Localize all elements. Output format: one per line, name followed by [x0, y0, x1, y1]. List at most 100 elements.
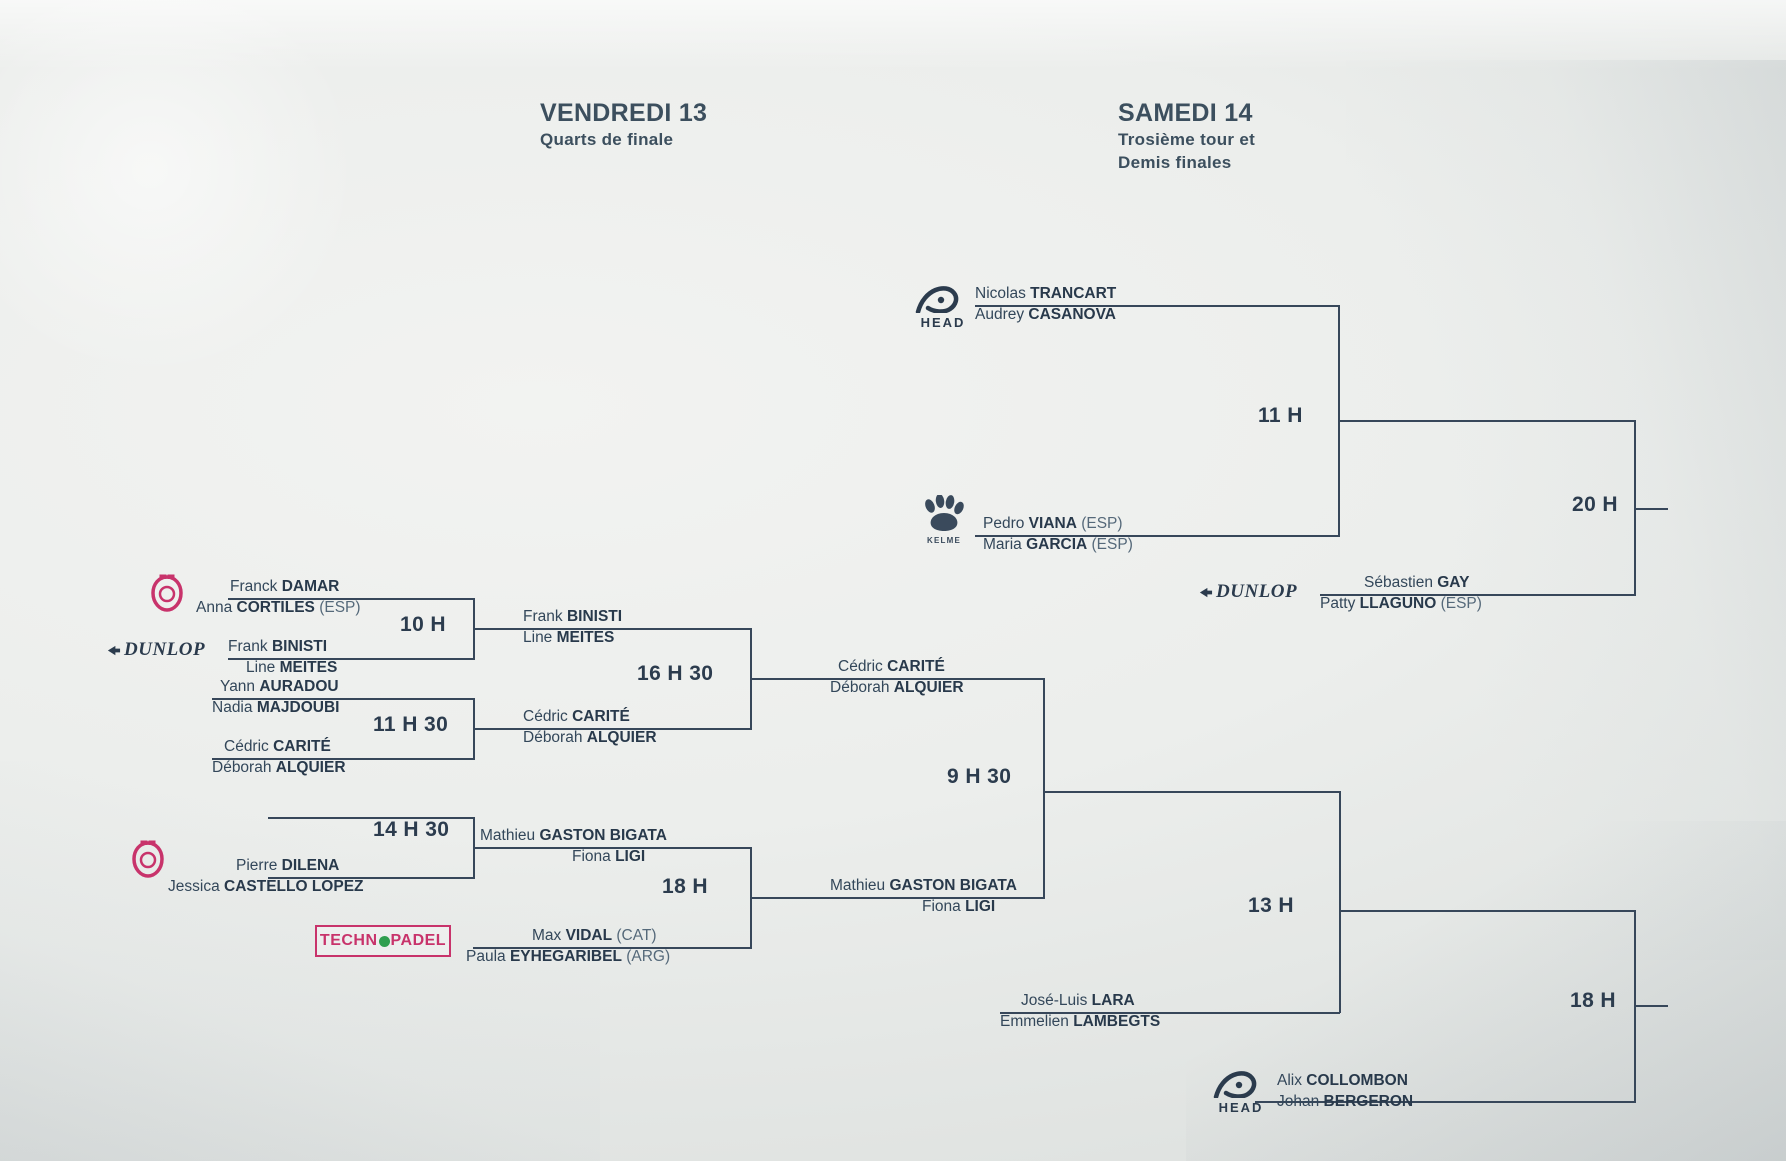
- line-r3-bottom-bracket: [1339, 791, 1341, 1013]
- line-gay-underline: [1320, 594, 1636, 596]
- time-r2-binisti-carite: 16 H 30: [637, 662, 714, 685]
- line-semi-top-out: [1634, 508, 1668, 510]
- dunlop-logo-gay: DUNLOP: [1198, 581, 1302, 603]
- player-name: Line MEITES: [246, 659, 338, 676]
- technopadel-dot-icon: [378, 935, 390, 947]
- line-r3-bottom-in: [1141, 791, 1341, 793]
- player-name: Yann AURADOU: [220, 678, 339, 695]
- line-r3-gaston-underline: [822, 897, 1044, 899]
- player-name: Cédric CARITÉ: [523, 708, 630, 725]
- time-qf-gaston-vidal: 18 H: [662, 875, 708, 898]
- technopadel-text-right: PADEL: [390, 932, 447, 949]
- player-name: Pierre DILENA: [236, 857, 340, 874]
- club-crest-dilena-icon: [131, 840, 165, 878]
- player-name: Fiona LIGI: [572, 848, 646, 865]
- player-name: Emmelien LAMBEGTS: [1000, 1013, 1161, 1030]
- time-semi-bottom: 18 H: [1570, 989, 1616, 1012]
- line-r3-carite-underline: [822, 678, 1044, 680]
- team-dilena-castello: Pierre DILENA Jessica CASTELLO LOPEZ: [168, 855, 364, 897]
- team-trancart-casanova: Nicolas TRANCART Audrey CASANOVA: [975, 283, 1116, 325]
- player-name: Nicolas TRANCART: [975, 285, 1117, 302]
- header-samedi-title: SAMEDI 14: [1118, 99, 1253, 127]
- crest-icon: [151, 574, 183, 612]
- team-gaston-ligi: Mathieu GASTON BIGATA Fiona LIGI: [480, 825, 667, 867]
- paper-highlight-top: [0, 0, 1786, 70]
- time-r3-carite-gaston: 9 H 30: [947, 765, 1012, 788]
- line-vidal-underline: [473, 947, 751, 949]
- team-auradou-majdoubi: Yann AURADOU Nadia MAJDOUBI: [212, 676, 339, 718]
- player-name: Line MEITES: [523, 629, 615, 646]
- player-name: Anna CORTILES (ESP): [196, 599, 361, 616]
- line-r2-carite-underline: [517, 728, 751, 730]
- team-binisti-meites: Frank BINISTI Line MEITES: [228, 636, 337, 678]
- team-damar-cortiles: Franck DAMAR Anna CORTILES (ESP): [196, 576, 361, 618]
- player-name: Sébastien GAY: [1364, 574, 1470, 591]
- player-name: Frank BINISTI: [523, 608, 623, 625]
- player-name: Patty LLAGUNO (ESP): [1320, 595, 1482, 612]
- time-qf-auradou-carite: 11 H 30: [373, 713, 449, 736]
- line-semi-top-in: [1444, 420, 1636, 422]
- team-viana-garcia: Pedro VIANA (ESP) Maria GARCIA (ESP): [983, 513, 1133, 555]
- club-crest-damar-icon: [150, 574, 184, 612]
- line-r3-mid-bracket: [1043, 678, 1045, 899]
- player-name: Nadia MAJDOUBI: [212, 699, 340, 716]
- header-vendredi-title: VENDREDI 13: [540, 99, 708, 127]
- dunlop-logo-wordmark: DUNLOP: [1216, 581, 1298, 602]
- kelme-logo-viana: KELME: [918, 494, 970, 545]
- player-name: Déborah ALQUIER: [523, 729, 657, 746]
- line-r2-top-out: [750, 678, 822, 680]
- kelme-logo-wordmark: KELME: [927, 536, 961, 545]
- player-name: Mathieu GASTON BIGATA: [480, 827, 667, 844]
- line-gaston-underline: [473, 847, 751, 849]
- line-dilena-underline: [268, 877, 474, 879]
- player-name: Cédric CARITÉ: [838, 658, 945, 675]
- line-semi-bottom-out: [1634, 1005, 1668, 1007]
- line-qf1-out: [473, 628, 517, 630]
- line-r3-top-out: [1338, 420, 1444, 422]
- player-name: Cédric CARITÉ: [224, 738, 331, 755]
- team-gay-llaguno: Sébastien GAY Patty LLAGUNO (ESP): [1320, 572, 1482, 614]
- time-r3-lara-collombon: 13 H: [1248, 894, 1294, 917]
- player-name: Maria GARCIA (ESP): [983, 536, 1133, 553]
- line-qf2-out: [473, 728, 517, 730]
- team-carite-alquier-round2: Cédric CARITÉ Déborah ALQUIER: [523, 706, 657, 748]
- time-semi-top: 20 H: [1572, 493, 1618, 516]
- line-viana-underline: [975, 535, 1339, 537]
- line-lara-underline: [1000, 1012, 1340, 1014]
- line-trancart-underline: [975, 305, 1339, 307]
- header-samedi-subtitle-2: Demis finales: [1118, 153, 1232, 172]
- header-vendredi: VENDREDI 13 Quarts de finale: [540, 98, 707, 151]
- team-collombon-bergeron: Alix COLLOMBON Johan BERGERON: [1277, 1070, 1413, 1112]
- header-samedi: SAMEDI 14 Trosième tour et Demis finales: [1118, 98, 1255, 174]
- head-logo-wordmark: HEAD: [1218, 1100, 1264, 1115]
- player-name: Johan BERGERON: [1277, 1093, 1414, 1110]
- player-name: Jessica CASTELLO LOPEZ: [168, 878, 364, 895]
- dunlop-flying-d-icon: [107, 645, 121, 655]
- technopadel-logo: TECHN PADEL: [315, 925, 451, 957]
- line-collombon-underline: [1255, 1101, 1636, 1103]
- technopadel-text-left: TECHN: [319, 932, 378, 949]
- line-carite-underline: [212, 758, 474, 760]
- line-r3-mid-out: [1043, 791, 1141, 793]
- crest-icon: [132, 840, 164, 878]
- head-logo-collombon: HEAD: [1208, 1068, 1274, 1115]
- header-vendredi-subtitle: Quarts de finale: [540, 130, 674, 149]
- dunlop-logo-wordmark: DUNLOP: [124, 639, 206, 660]
- head-icon: [915, 286, 959, 315]
- player-name: Pedro VIANA (ESP): [983, 515, 1123, 532]
- paper-highlight-topleft: [0, 0, 360, 380]
- team-carite-alquier-round3: Cédric CARITÉ Déborah ALQUIER: [830, 656, 964, 698]
- head-logo-wordmark: HEAD: [920, 315, 966, 330]
- player-name: Max VIDAL (CAT): [532, 927, 657, 944]
- time-qf-blank-dilena: 14 H 30: [373, 818, 450, 841]
- head-logo-trancart: HEAD: [910, 283, 976, 330]
- dunlop-flying-d-icon: [1199, 587, 1213, 597]
- line-r2-binisti-underline: [517, 628, 751, 630]
- line-binisti-underline: [228, 658, 474, 660]
- player-name: Alix COLLOMBON: [1277, 1072, 1408, 1089]
- player-name: Mathieu GASTON BIGATA: [830, 877, 1017, 894]
- line-semi-bottom-in: [1443, 910, 1636, 912]
- head-icon: [1213, 1071, 1257, 1100]
- player-name: Franck DAMAR: [230, 578, 340, 595]
